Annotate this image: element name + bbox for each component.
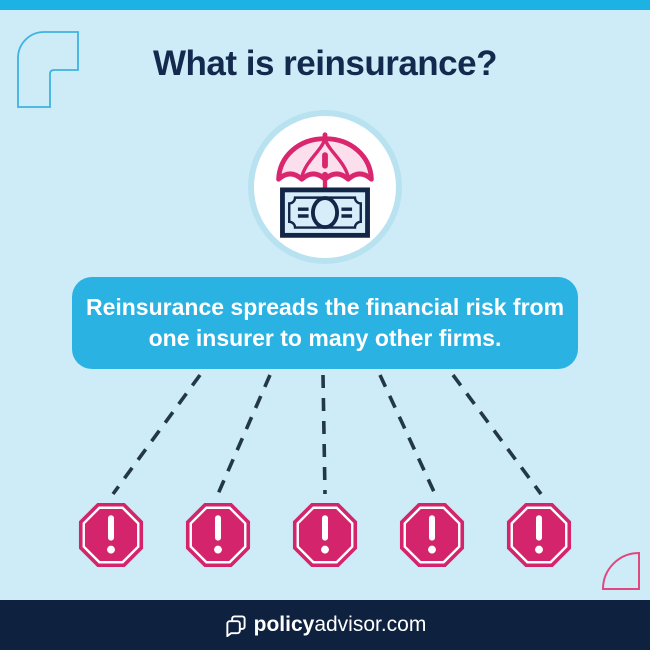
dashed-connector-2 bbox=[216, 374, 272, 495]
alert-octagon-icon bbox=[185, 502, 251, 568]
dashed-connector-1 bbox=[111, 373, 202, 496]
reinsurance-callout: Reinsurance spreads the financial risk f… bbox=[72, 277, 578, 369]
alert-octagon-icon bbox=[292, 502, 358, 568]
alert-octagon-icon bbox=[78, 502, 144, 568]
footer-brand-rest: advisor.com bbox=[314, 613, 427, 636]
footer-brand-text: policyadvisor.com bbox=[254, 613, 427, 637]
umbrella-money-icon bbox=[276, 132, 374, 238]
quarter-circle-decoration-icon bbox=[601, 551, 640, 590]
footer-brand-bold: policy bbox=[253, 613, 315, 636]
distribution-dashed-lines bbox=[111, 373, 543, 496]
hero-icon-circle bbox=[248, 110, 402, 264]
page-title: What is reinsurance? bbox=[153, 44, 497, 83]
alert-octagon-icon bbox=[506, 502, 572, 568]
alert-octagon-icon bbox=[399, 502, 465, 568]
rounded-corner-decoration-icon bbox=[17, 31, 79, 108]
policyadvisor-logo-icon bbox=[226, 614, 246, 637]
callout-line1: Reinsurance spreads the financial risk f… bbox=[85, 294, 565, 320]
risk-icon-row bbox=[0, 502, 650, 568]
footer-bar: policyadvisor.com bbox=[0, 600, 650, 650]
top-accent-bar bbox=[0, 0, 650, 10]
dashed-connector-5 bbox=[451, 373, 543, 496]
dashed-connector-4 bbox=[378, 374, 437, 495]
dashed-connector-3 bbox=[321, 374, 327, 495]
callout-line2: one insurer to many other firms. bbox=[148, 325, 502, 351]
